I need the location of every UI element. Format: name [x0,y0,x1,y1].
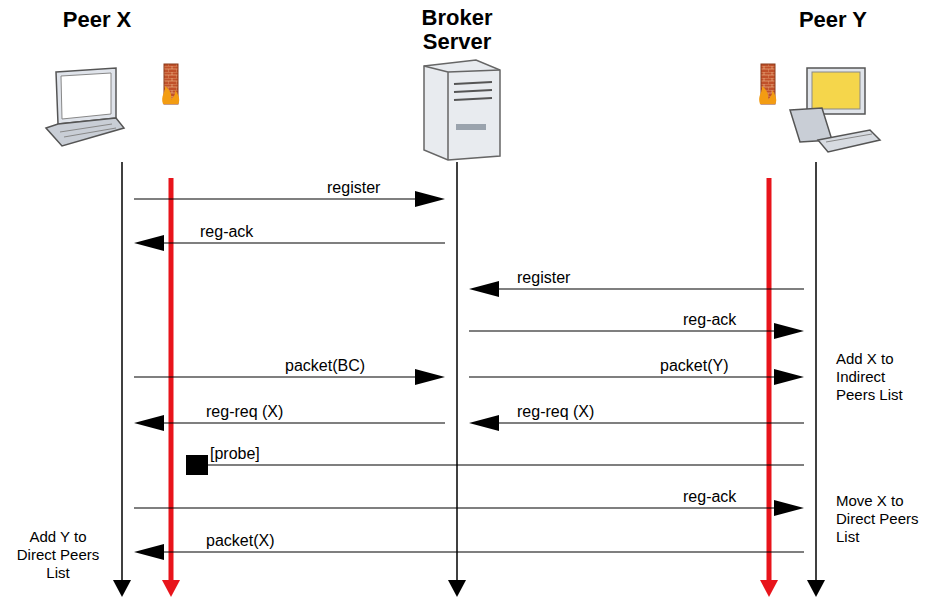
message-line [134,507,776,508]
participant-name: Peer X [62,8,132,32]
message-label: reg-ack [198,223,255,241]
message-arrow [186,455,804,475]
message-label: packet(Y) [658,357,730,375]
message-label: packet(BC) [283,357,367,375]
arrow-head [469,415,499,431]
firewall-line [162,178,778,597]
side-note: Add Y to Direct Peers List [8,528,108,582]
message-line [162,551,804,552]
message-arrow [134,191,445,207]
side-note: Add X to Indirect Peers List [836,350,926,404]
message-arrow [469,369,804,385]
message-label: reg-req (X) [204,403,285,421]
message-line [497,288,804,289]
firewall-icon [759,64,776,104]
message-line [162,422,445,423]
arrow-head [415,369,445,385]
side-note: Move X to Direct Peers List [836,492,926,546]
arrow-head [134,415,164,431]
message-line [497,422,804,423]
message-line [134,198,417,199]
message-label: [probe] [208,445,262,463]
message-label: reg-req (X) [515,403,596,421]
server-icon [424,60,500,160]
message-label: packet(X) [204,532,276,550]
arrow-head [774,323,804,339]
message-label: reg-ack [681,311,738,329]
arrow-head [774,369,804,385]
arrow-head [774,500,804,516]
firewall-icon [162,64,179,104]
message-line [469,376,776,377]
blocked-marker [186,455,208,475]
desktop-icon [790,68,880,152]
message-arrow [134,235,445,251]
message-label: register [325,179,382,197]
participant-heading: Broker Server [407,6,507,54]
message-label: reg-ack [681,488,738,506]
message-label: register [515,269,572,287]
message-arrow [469,323,804,339]
arrow-head [415,191,445,207]
arrow-head [134,235,164,251]
arrow-head [469,281,499,297]
participant-name: Broker Server [407,6,507,54]
message-line [162,242,445,243]
arrow-head [134,544,164,560]
message-line [134,376,417,377]
message-line [197,464,804,465]
message-line [469,330,776,331]
laptop-icon [46,68,124,146]
participant-heading: Peer Y [798,8,868,32]
participant-heading: Peer X [62,8,132,32]
lifeline-head [113,580,825,597]
message-arrow [134,415,445,431]
lifeline [122,162,816,585]
participant-name: Peer Y [798,8,868,32]
